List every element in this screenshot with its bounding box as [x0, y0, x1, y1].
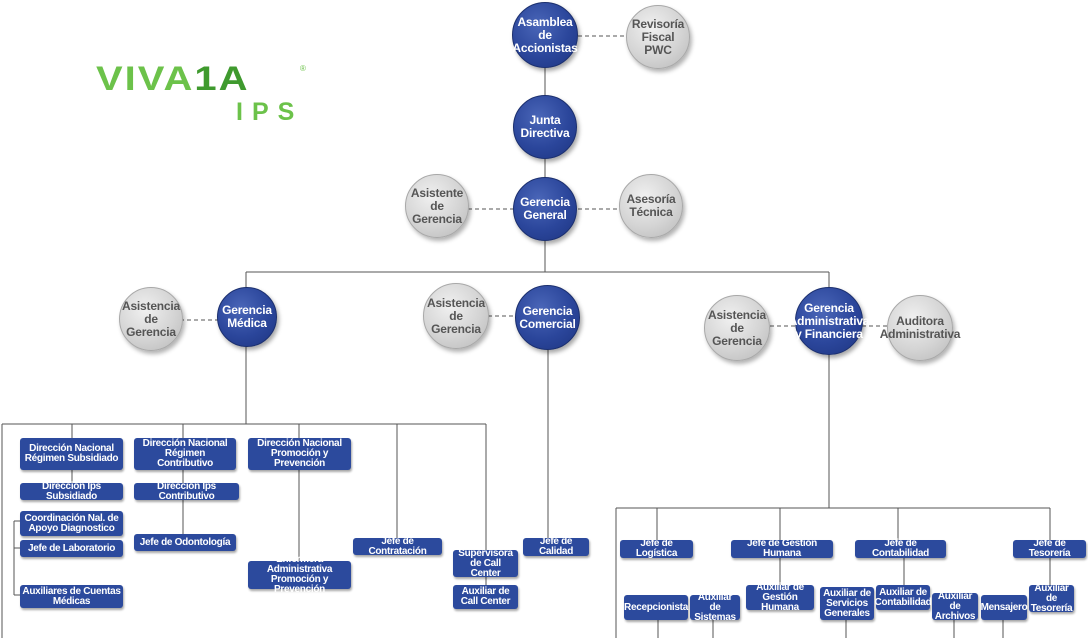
box-auxiliar-tesoreria: Auxiliar de Tesorería [1029, 582, 1074, 614]
box-auxiliar-gestion-humana: Auxiliar de Gestión Humana [746, 582, 814, 612]
box-supervisora-call-center: Supervisora de Call Center [453, 548, 518, 578]
box-jefe-calidad: Jefe de Calidad [523, 537, 589, 557]
node-asesoria-tecnica: Asesoría Técnica [619, 174, 683, 238]
box-direccion-ips-subsidiado: Dirección Ips Subsidiado [20, 481, 123, 501]
box-auxiliar-archivos: Auxiliar de Archivos [932, 591, 978, 621]
viva1a-ips-logo: VIVA1A ® IPS [96, 62, 316, 126]
box-direccion-promocion-prevencion: Dirección Nacional Promoción y Prevenció… [248, 438, 351, 470]
box-direccion-regimen-contributivo: Dirección Nacional Régimen Contributivo [134, 438, 236, 470]
logo-wordmark: VIVA1A [96, 62, 250, 96]
node-revisoria-fiscal: Revisoría Fiscal PWC [626, 5, 690, 69]
node-asistencia-gerencia-administrativa: Asistencia de Gerencia [704, 295, 770, 361]
logo-text-accent: 1A [194, 60, 250, 98]
box-auxiliares-cuentas-medicas: Auxiliares de Cuentas Médicas [20, 585, 123, 608]
box-jefe-contratacion: Jefe de Contratación [353, 536, 442, 556]
node-gerencia-administrativa: Gerencia Administrativa y Financiera [789, 287, 869, 355]
node-asistencia-gerencia-medica: Asistencia de Gerencia [119, 287, 183, 351]
box-jefe-gestion-humana: Jefe de Gestión Humana [731, 539, 833, 559]
box-auxiliar-call-center: Auxiliar de Call Center [453, 585, 518, 609]
node-junta-directiva: Junta Directiva [513, 95, 577, 159]
node-asistente-gerencia: Asistente de Gerencia [405, 174, 469, 238]
box-jefe-logistica: Jefe de Logística [620, 539, 693, 559]
node-gerencia-comercial: Gerencia Comercial [515, 285, 580, 350]
node-gerencia-medica: Gerencia Médica [217, 287, 277, 347]
box-jefe-laboratorio: Jefe de Laboratorio [20, 540, 123, 557]
logo-registered-mark: ® [300, 64, 306, 73]
box-coordinacion-apoyo-diagnostico: Coordinación Nal. de Apoyo Diagnostico [20, 511, 123, 536]
box-enfermera-administrativa: Enfermera Administrativa Promoción y Pre… [248, 555, 351, 595]
box-direccion-regimen-subsidiado: Dirección Nacional Régimen Subsidiado [20, 438, 123, 470]
box-auxiliar-contabilidad: Auxiliar de Contabilidad [875, 585, 932, 610]
box-mensajero: Mensajero [981, 595, 1028, 620]
logo-text-sub: IPS [236, 98, 304, 126]
node-asistencia-gerencia-comercial: Asistencia de Gerencia [423, 283, 489, 349]
box-auxiliar-sistemas: Auxiliar de Sistemas [690, 592, 740, 622]
box-auxiliar-servicios-generales: Auxiliar de Servicios Generales [820, 587, 874, 620]
node-asamblea-accionistas: Asamblea de Accionistas [512, 2, 578, 68]
box-jefe-tesoreria: Jefe de Tesorería [1013, 539, 1086, 559]
box-jefe-contabilidad: Jefe de Contabilidad [855, 539, 946, 559]
box-direccion-ips-contributivo: Dirección Ips Contributivo [134, 481, 239, 501]
logo-text-main: VIVA [96, 60, 195, 98]
node-gerencia-general: Gerencia General [513, 177, 577, 241]
box-jefe-odontologia: Jefe de Odontología [134, 534, 236, 551]
node-auditora-administrativa: Auditora Administrativa [880, 295, 960, 361]
box-recepcionista: Recepcionista [624, 595, 688, 620]
